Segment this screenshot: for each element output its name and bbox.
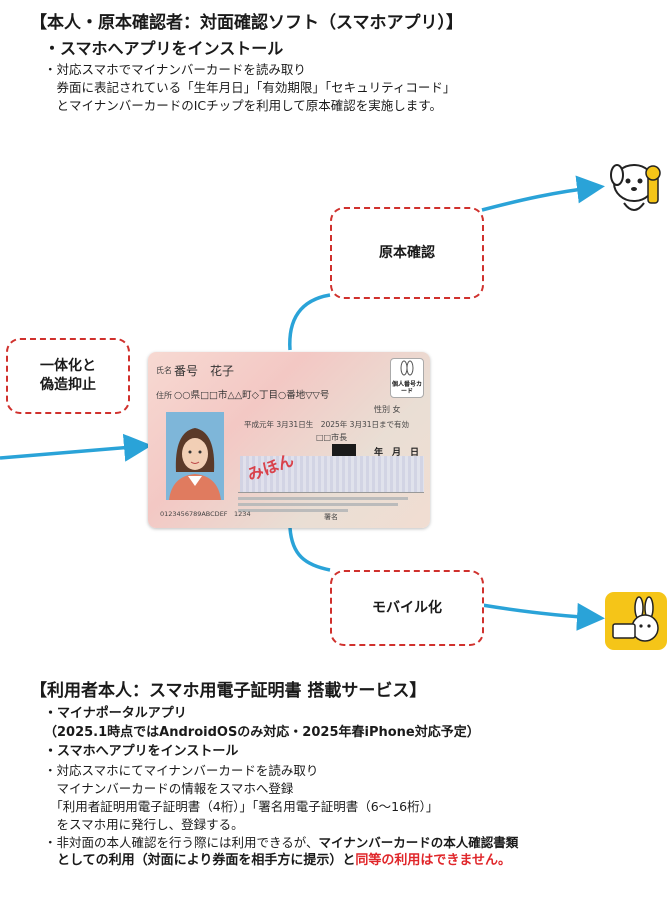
box-integrate-line-1: 一体化と xyxy=(40,358,96,374)
box-integrate-line-2: 偽造抑止 xyxy=(40,377,96,393)
card-date-header: 年 月 日 xyxy=(374,448,420,458)
card-name: 番号 花子 xyxy=(174,364,235,378)
box-original-verification: 原本確認 xyxy=(330,207,484,299)
bottom-line-1: ・対応スマホにてマイナンバーカードを読み取り xyxy=(44,763,319,778)
top-line-1: ・対応スマホでマイナンバーカードを読み取り xyxy=(44,62,306,77)
card-name-label: 氏名 xyxy=(156,366,172,375)
mascot-card-icon xyxy=(605,592,667,650)
bottom-line-2: マイナンバーカードの情報をスマホへ登録 xyxy=(44,781,294,796)
arrow-up-curve xyxy=(288,293,331,351)
card-birth: 平成元年 3月31日生 2025年 3月31日まで有効 xyxy=(244,420,409,429)
card-mesh-area xyxy=(240,456,424,492)
card-address-label: 住所 xyxy=(156,391,172,400)
bottom-line-3: 「利用者証明用電子証明書（4桁）」「署名用電子証明書（6～16桁）」 xyxy=(44,799,439,814)
card-city: □□市長 xyxy=(316,433,348,442)
top-title: 【本人・原本確認者：対面確認ソフト（スマホアプリ）】 xyxy=(30,13,463,33)
arrow-to-mobile-mascot xyxy=(481,602,605,631)
card-badge-rabbit-icon xyxy=(400,360,414,376)
card-sign-label: 署名 xyxy=(324,513,338,521)
bottom-bullet-app: ・マイナポータルアプリ xyxy=(44,706,187,721)
box-verify-label: 原本確認 xyxy=(379,244,435,261)
bottom-line-4: をスマホ用に発行し、登録する。 xyxy=(44,817,244,832)
card-black-label xyxy=(332,444,356,456)
bottom-line-5: ・非対面の本人確認を行う際には利用できるが、マイナンバーカードの本人確認書類 xyxy=(44,834,667,851)
card-badge: 個人番号カード xyxy=(390,358,424,398)
box-mobile: モバイル化 xyxy=(330,570,484,646)
card-serial: 0123456789ABCDEF 1234 xyxy=(160,510,251,518)
card-sex: 性別 女 xyxy=(374,405,401,414)
bottom-line-5-normal: ・非対面の本人確認を行う際には利用できるが、 xyxy=(44,835,319,850)
top-line-3: とマイナンバーカードのICチップを利用して原本確認を実施します。 xyxy=(44,98,443,113)
card-photo-person-icon xyxy=(169,428,221,500)
bottom-bullet-install: ・スマホへアプリをインストール xyxy=(44,744,239,759)
bottom-line-6-red: 同等の利用はできません。 xyxy=(355,853,511,868)
arrow-down-curve xyxy=(288,527,331,572)
arrow-left-in xyxy=(0,433,152,462)
card-address: ○○県□□市△△町◇丁目○番地▽▽号 xyxy=(174,390,330,401)
card-photo xyxy=(166,412,224,500)
bottom-line-6: としての利用（対面により券面を相手方に提示）と同等の利用はできません。 xyxy=(44,852,667,869)
bottom-title: 【利用者本人：スマホ用電子証明書 搭載サービス】 xyxy=(30,681,427,701)
bottom-bullet-support: （2025.1時点ではAndroidOSのみ対応・2025年春iPhone対応予… xyxy=(44,725,480,740)
bottom-line-5-bold: マイナンバーカードの本人確認書類 xyxy=(318,835,519,850)
box-mobile-label: モバイル化 xyxy=(372,599,442,616)
mascot-key-icon xyxy=(610,164,661,211)
bottom-line-6-bold: としての利用（対面により券面を相手方に提示）と xyxy=(44,853,356,868)
top-subtitle: ・スマホへアプリをインストール xyxy=(44,39,284,58)
arrow-to-verify-mascot xyxy=(481,175,605,212)
my-number-card: 氏名 番号 花子 住所 ○○県□□市△△町◇丁目○番地▽▽号 性別 女 個人番号… xyxy=(148,352,430,528)
card-notes-area xyxy=(238,492,424,519)
card-badge-text: 個人番号カード xyxy=(391,381,422,395)
box-integration-anticounterfeit: 一体化と 偽造抑止 xyxy=(6,338,130,414)
top-line-2: 券面に表記されている「生年月日」「有効期限」「セキュリティコード」 xyxy=(44,80,456,95)
